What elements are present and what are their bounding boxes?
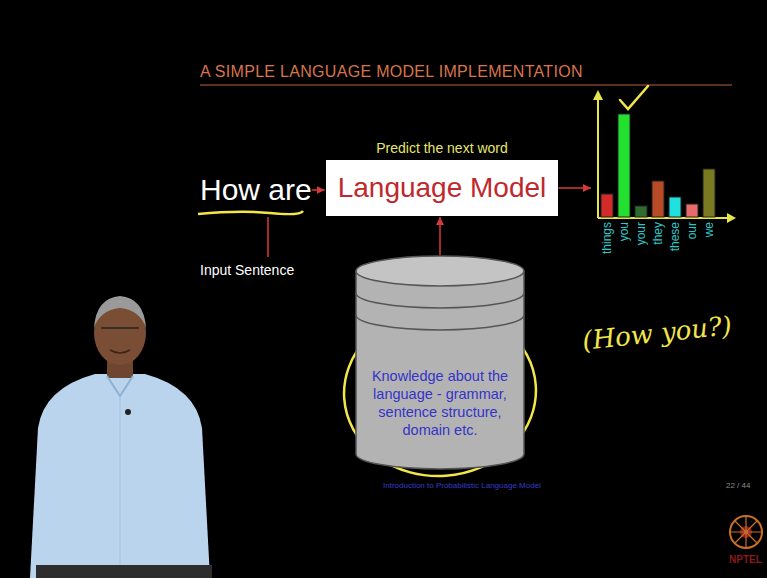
handwritten-check: [620, 86, 648, 109]
bar-chart: things youyour they these ourwe: [592, 88, 737, 270]
callout-label: Input Sentence: [200, 262, 294, 278]
chart-bar: [686, 204, 698, 217]
nptel-logo: [730, 516, 762, 548]
presenter-placket: [120, 396, 121, 565]
presenter-microphone: [125, 409, 131, 415]
chart-bar: [652, 181, 664, 217]
connector-arrow: [312, 189, 325, 191]
chart-plot: [592, 88, 737, 270]
logo-ring: [730, 516, 762, 548]
box-heading: Predict the next word: [376, 140, 508, 156]
cylinder-ring: [356, 315, 524, 330]
chart-bar: [669, 197, 681, 217]
y-axis: [597, 98, 599, 218]
input-text: How are: [200, 172, 312, 208]
connector-arrow: [558, 187, 591, 189]
database-cylinder: Knowledge about the language - grammar, …: [355, 255, 525, 470]
leader-line: [267, 217, 269, 257]
presenter-hair: [94, 296, 146, 328]
handwritten-note: (How you?): [581, 310, 733, 356]
chart-bar: [635, 206, 647, 217]
x-axis-head: [727, 213, 736, 223]
y-axis-head: [593, 90, 603, 100]
connector-arrow: [439, 217, 441, 255]
presenter-collar: [107, 376, 133, 396]
bar-label: our: [686, 222, 698, 239]
slide-title: A SIMPLE LANGUAGE MODEL IMPLEMENTATION: [200, 63, 583, 81]
page-number: 22 / 44: [726, 481, 750, 490]
logo-spokes: [730, 516, 762, 548]
title-rule: [200, 85, 732, 86]
cylinder-ring: [356, 293, 524, 308]
bar-label: these: [669, 222, 681, 251]
cylinder-text-area: Knowledge about the language - grammar, …: [365, 367, 515, 440]
bar-label: things: [601, 222, 613, 254]
chart-bar: [703, 169, 715, 217]
process-box: Predict the next wordLanguage Model: [326, 160, 559, 216]
bar-label: we: [703, 222, 715, 237]
cylinder-label: Knowledge about the language - grammar, …: [365, 367, 515, 440]
cylinder-body: [356, 271, 524, 469]
presenter-trousers: [36, 565, 212, 578]
logo-text: NPTEL: [729, 554, 762, 565]
bar-label: they: [652, 222, 664, 245]
bar-label: you: [618, 222, 630, 241]
presenter-figure: [30, 296, 212, 578]
presenter-mouth: [110, 350, 130, 353]
box-label: Language Model: [338, 168, 547, 208]
bar-label: your: [635, 222, 647, 245]
chart-bar: [601, 194, 613, 217]
cylinder-top: [356, 256, 524, 286]
handwritten-underline: [198, 211, 303, 214]
presenter-glasses: [101, 327, 139, 329]
input-sentence: How are: [200, 172, 312, 208]
presenter-shirt: [30, 374, 210, 578]
footer-text: Introduction to Probabilistic Language M…: [383, 481, 541, 490]
chart-bar: [618, 114, 630, 217]
